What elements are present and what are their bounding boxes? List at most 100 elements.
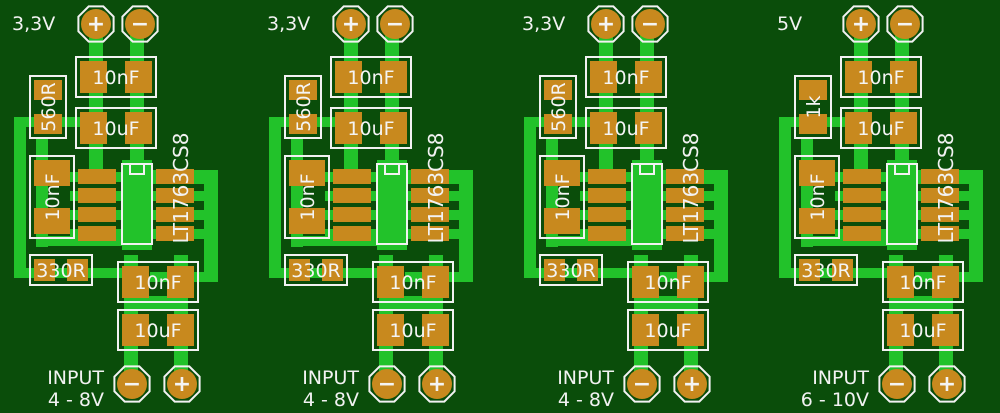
output-minus-terminal-symbol: − bbox=[896, 12, 914, 37]
input-range-label: 4 - 8V bbox=[558, 389, 614, 411]
capacitor-top-10uf: 10uF bbox=[330, 107, 412, 149]
capacitor-bottom-10uf-label: 10uF bbox=[389, 320, 436, 342]
capacitor-bottom-10nf: 10nF bbox=[882, 261, 964, 303]
capacitor-left-label: 10nF bbox=[807, 173, 829, 220]
resistor-top: 560R bbox=[29, 75, 67, 139]
input-plus-terminal: + bbox=[673, 365, 711, 403]
output-minus-terminal: − bbox=[376, 5, 414, 43]
output-voltage-label: 3,3V bbox=[522, 13, 565, 35]
resistor-bottom-label: 330R bbox=[291, 260, 340, 282]
input-plus-terminal: + bbox=[928, 365, 966, 403]
input-label: INPUT bbox=[557, 367, 614, 389]
capacitor-top-10nf: 10nF bbox=[75, 56, 157, 98]
resistor-top: 560R bbox=[539, 75, 577, 139]
input-minus-terminal: − bbox=[878, 365, 916, 403]
output-minus-terminal-symbol: − bbox=[386, 12, 404, 37]
output-minus-terminal: − bbox=[886, 5, 924, 43]
resistor-top-label: 560R bbox=[548, 82, 570, 131]
capacitor-left-label: 10nF bbox=[297, 173, 319, 220]
input-plus-terminal-symbol: + bbox=[173, 372, 191, 397]
capacitor-bottom-10nf: 10nF bbox=[117, 261, 199, 303]
resistor-bottom: 330R bbox=[284, 254, 348, 286]
output-plus-terminal-symbol: + bbox=[597, 12, 615, 37]
ic-lt1763: LT1763CS8 bbox=[78, 133, 194, 245]
input-plus-terminal: + bbox=[418, 365, 456, 403]
capacitor-bottom-10uf: 10uF bbox=[627, 309, 709, 351]
output-minus-terminal: − bbox=[121, 5, 159, 43]
capacitor-bottom-10nf-label: 10nF bbox=[134, 272, 181, 294]
capacitor-bottom-10uf: 10uF bbox=[882, 309, 964, 351]
resistor-bottom: 330R bbox=[539, 254, 603, 286]
capacitor-left: 10nF bbox=[794, 155, 840, 239]
ic-label: LT1763CS8 bbox=[169, 133, 193, 244]
capacitor-bottom-10nf-label: 10nF bbox=[899, 272, 946, 294]
input-range-label: 6 - 10V bbox=[801, 389, 869, 411]
resistor-bottom: 330R bbox=[29, 254, 93, 286]
capacitor-top-10uf-label: 10uF bbox=[602, 118, 649, 140]
resistor-bottom-label: 330R bbox=[801, 260, 850, 282]
input-minus-terminal: − bbox=[623, 365, 661, 403]
resistor-top-label: 560R bbox=[38, 82, 60, 131]
ic-lt1763: LT1763CS8 bbox=[333, 133, 449, 245]
resistor-top-label: 560R bbox=[293, 82, 315, 131]
input-minus-terminal: − bbox=[113, 365, 151, 403]
ic-label: LT1763CS8 bbox=[424, 133, 448, 244]
capacitor-top-10nf: 10nF bbox=[840, 56, 922, 98]
capacitor-bottom-10nf-label: 10nF bbox=[389, 272, 436, 294]
capacitor-left-label: 10nF bbox=[552, 173, 574, 220]
input-plus-terminal: + bbox=[163, 365, 201, 403]
capacitor-bottom-10uf: 10uF bbox=[117, 309, 199, 351]
capacitor-bottom-10uf-label: 10uF bbox=[899, 320, 946, 342]
output-plus-terminal: + bbox=[587, 5, 625, 43]
capacitor-top-10uf-label: 10uF bbox=[92, 118, 139, 140]
input-plus-terminal-symbol: + bbox=[428, 372, 446, 397]
capacitor-left: 10nF bbox=[539, 155, 585, 239]
capacitor-top-10nf-label: 10nF bbox=[92, 67, 139, 89]
output-plus-terminal-symbol: + bbox=[342, 12, 360, 37]
output-voltage-label: 3,3V bbox=[267, 13, 310, 35]
output-minus-terminal-symbol: − bbox=[641, 12, 659, 37]
output-voltage-label: 5V bbox=[777, 13, 802, 35]
resistor-top: 1k bbox=[794, 75, 832, 139]
capacitor-bottom-10nf: 10nF bbox=[372, 261, 454, 303]
capacitor-top-10nf-label: 10nF bbox=[602, 67, 649, 89]
ic-lt1763: LT1763CS8 bbox=[588, 133, 704, 245]
input-range-label: 4 - 8V bbox=[48, 389, 104, 411]
resistor-bottom-label: 330R bbox=[36, 260, 85, 282]
capacitor-top-10nf-label: 10nF bbox=[347, 67, 394, 89]
capacitor-top-10uf-label: 10uF bbox=[347, 118, 394, 140]
resistor-bottom: 330R bbox=[794, 254, 858, 286]
input-label: INPUT bbox=[812, 367, 869, 389]
capacitor-top-10uf-label: 10uF bbox=[857, 118, 904, 140]
capacitor-left: 10nF bbox=[29, 155, 75, 239]
resistor-top-label: 1k bbox=[803, 95, 825, 118]
capacitor-bottom-10uf-label: 10uF bbox=[134, 320, 181, 342]
ic-label: LT1763CS8 bbox=[679, 133, 703, 244]
capacitor-top-10uf: 10uF bbox=[75, 107, 157, 149]
output-minus-terminal-symbol: − bbox=[131, 12, 149, 37]
output-plus-terminal-symbol: + bbox=[852, 12, 870, 37]
capacitor-left-label: 10nF bbox=[42, 173, 64, 220]
output-plus-terminal: + bbox=[77, 5, 115, 43]
input-minus-terminal-symbol: − bbox=[123, 372, 141, 397]
resistor-top: 560R bbox=[284, 75, 322, 139]
input-plus-terminal-symbol: + bbox=[938, 372, 956, 397]
input-minus-terminal: − bbox=[368, 365, 406, 403]
capacitor-top-10nf: 10nF bbox=[330, 56, 412, 98]
output-minus-terminal: − bbox=[631, 5, 669, 43]
input-label: INPUT bbox=[302, 367, 359, 389]
input-label: INPUT bbox=[47, 367, 104, 389]
capacitor-top-10nf: 10nF bbox=[585, 56, 667, 98]
input-minus-terminal-symbol: − bbox=[888, 372, 906, 397]
capacitor-bottom-10nf: 10nF bbox=[627, 261, 709, 303]
capacitor-left: 10nF bbox=[284, 155, 330, 239]
ic-label: LT1763CS8 bbox=[934, 133, 958, 244]
capacitor-top-10nf-label: 10nF bbox=[857, 67, 904, 89]
resistor-bottom-label: 330R bbox=[546, 260, 595, 282]
